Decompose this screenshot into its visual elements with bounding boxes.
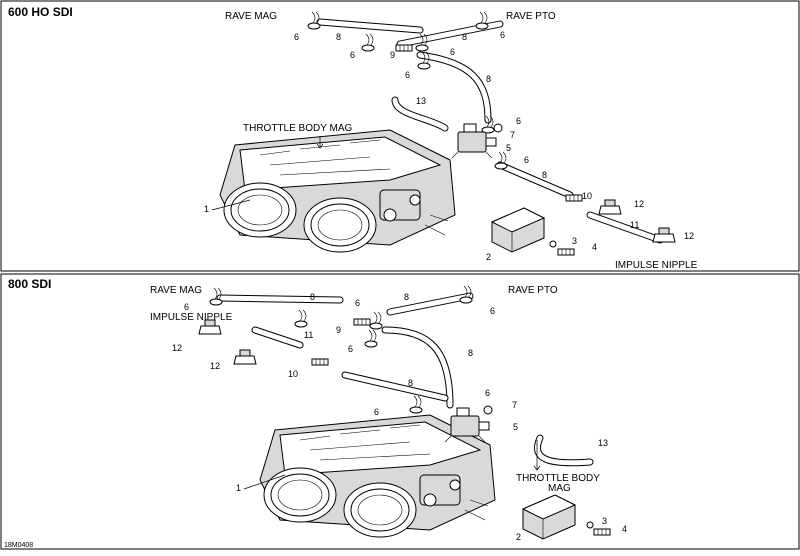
part-number: 8	[542, 170, 547, 180]
part-number: 8	[336, 32, 341, 42]
part-number: 11	[630, 220, 639, 230]
callout-rave-pto: RAVE PTO	[508, 285, 558, 296]
part-number: 2	[516, 532, 521, 542]
part-number: 6	[524, 155, 529, 165]
part-number: 6	[294, 32, 299, 42]
part-number: 8	[462, 32, 467, 42]
part-number: 6	[348, 344, 353, 354]
part-number: 8	[486, 74, 491, 84]
part-number: 3	[572, 236, 577, 246]
part-number: 12	[210, 361, 220, 371]
part-number: 6	[355, 298, 360, 308]
part-number: 6	[500, 30, 505, 40]
part-number: 13	[598, 438, 608, 448]
callout-throttle-body-mag: MAG	[548, 483, 571, 494]
callout-throttle-body: THROTTLE BODY	[516, 473, 600, 484]
part-number: 5	[513, 422, 518, 432]
part-number: 8	[310, 292, 315, 302]
part-number: 8	[404, 292, 409, 302]
part-number: 2	[486, 252, 491, 262]
part-number: 12	[684, 231, 694, 241]
part-number: 7	[512, 400, 517, 410]
part-number: 6	[450, 47, 455, 57]
panel-800-sdi: 800 SDI RAVE MAG RAVE PTO IMPULSE NIPPLE…	[0, 273, 800, 550]
part-number: 10	[288, 369, 298, 379]
part-number: 6	[374, 407, 379, 417]
part-number: 12	[172, 343, 182, 353]
part-number: 12	[634, 199, 644, 209]
callout-rave-pto: RAVE PTO	[506, 11, 556, 22]
callout-rave-mag: RAVE MAG	[225, 11, 277, 22]
part-number: 6	[350, 50, 355, 60]
part-number: 4	[622, 524, 627, 534]
part-number: 3	[602, 516, 607, 526]
part-number: 11	[304, 330, 313, 340]
callout-throttle-body-mag: THROTTLE BODY MAG	[243, 123, 352, 134]
callout-impulse-nipple: IMPULSE NIPPLE	[615, 260, 698, 271]
part-number: 7	[510, 130, 515, 140]
part-number: 1	[204, 204, 209, 214]
part-number: 10	[582, 191, 592, 201]
part-number: 13	[416, 96, 426, 106]
panel-title: 800 SDI	[8, 277, 51, 291]
part-number: 8	[408, 378, 413, 388]
part-number: 8	[468, 348, 473, 358]
callout-rave-mag: RAVE MAG	[150, 285, 202, 296]
part-number: 9	[390, 50, 395, 60]
drawing-code: 18M0408	[4, 542, 33, 549]
part-number: 5	[506, 143, 511, 153]
part-number: 6	[184, 302, 189, 312]
part-number: 6	[490, 306, 495, 316]
panel-title: 600 HO SDI	[8, 5, 73, 19]
panel-600-ho-sdi: 600 HO SDI RAVE MAG RAVE PTO THROTTLE BO…	[0, 0, 800, 272]
part-number: 1	[236, 483, 241, 493]
part-number: 4	[592, 242, 597, 252]
part-number: 6	[405, 70, 410, 80]
callout-impulse-nipple: IMPULSE NIPPLE	[150, 312, 233, 323]
part-number: 6	[516, 116, 521, 126]
part-number: 6	[485, 388, 490, 398]
part-number: 9	[336, 325, 341, 335]
